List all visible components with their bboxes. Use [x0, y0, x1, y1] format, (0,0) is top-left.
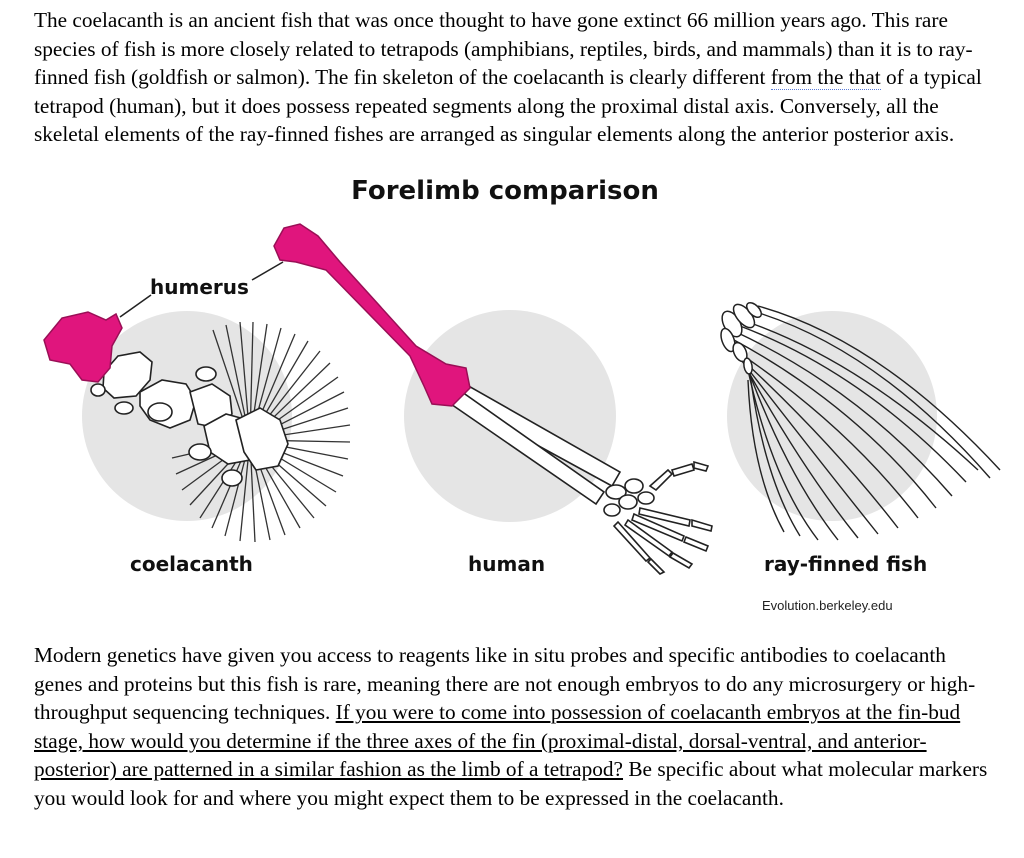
- coelacanth-bone-6: [235, 407, 289, 471]
- ray-finned-basal-bones: [720, 301, 763, 375]
- coelacanth-bone-11: [90, 383, 106, 397]
- coelacanth-label: coelacanth: [130, 552, 253, 576]
- coelacanth-bone-9: [221, 469, 243, 487]
- intro-paragraph: The coelacanth is an ancient fish that w…: [34, 6, 996, 149]
- coelacanth-humerus: [43, 311, 123, 383]
- intro-text-2: of a typical tetrapod (human), but it do…: [34, 65, 982, 147]
- human-arm: [273, 223, 713, 575]
- coelacanth-bone-8: [188, 443, 212, 461]
- human-hand: [603, 460, 713, 575]
- intro-flagged-phrase: from the that: [770, 65, 881, 91]
- question-paragraph: Modern genetics have given you access to…: [34, 641, 996, 813]
- humerus-pointer-left: [119, 294, 152, 318]
- coelacanth-bone-7: [147, 402, 173, 422]
- intro-text-1: The coelacanth is an ancient fish that w…: [34, 8, 973, 90]
- ray-finned-fish-label: ray-finned fish: [764, 552, 928, 576]
- coelacanth-fin: [43, 311, 351, 543]
- humerus-label: humerus: [150, 275, 249, 299]
- question-text-1: Modern genetics have given you access to…: [34, 643, 976, 725]
- question-underlined-prompt: If you were to come into possession of c…: [34, 700, 961, 782]
- question-text-2: Be specific about what molecular markers…: [34, 757, 988, 810]
- figure-title: Forelimb comparison: [351, 176, 659, 206]
- ray-finned-bg-circle: [727, 311, 937, 521]
- humerus-pointer-right: [251, 261, 284, 281]
- human-label: human: [468, 552, 546, 576]
- human-humerus: [273, 223, 471, 407]
- ray-finned-fin: [720, 301, 1001, 541]
- coelacanth-bone-10: [114, 401, 134, 415]
- coelacanth-bone-2: [102, 351, 153, 399]
- forelimb-comparison-figure: [43, 223, 1001, 575]
- image-credit: Evolution.berkeley.edu: [762, 598, 893, 613]
- coelacanth-bone-12: [195, 366, 217, 382]
